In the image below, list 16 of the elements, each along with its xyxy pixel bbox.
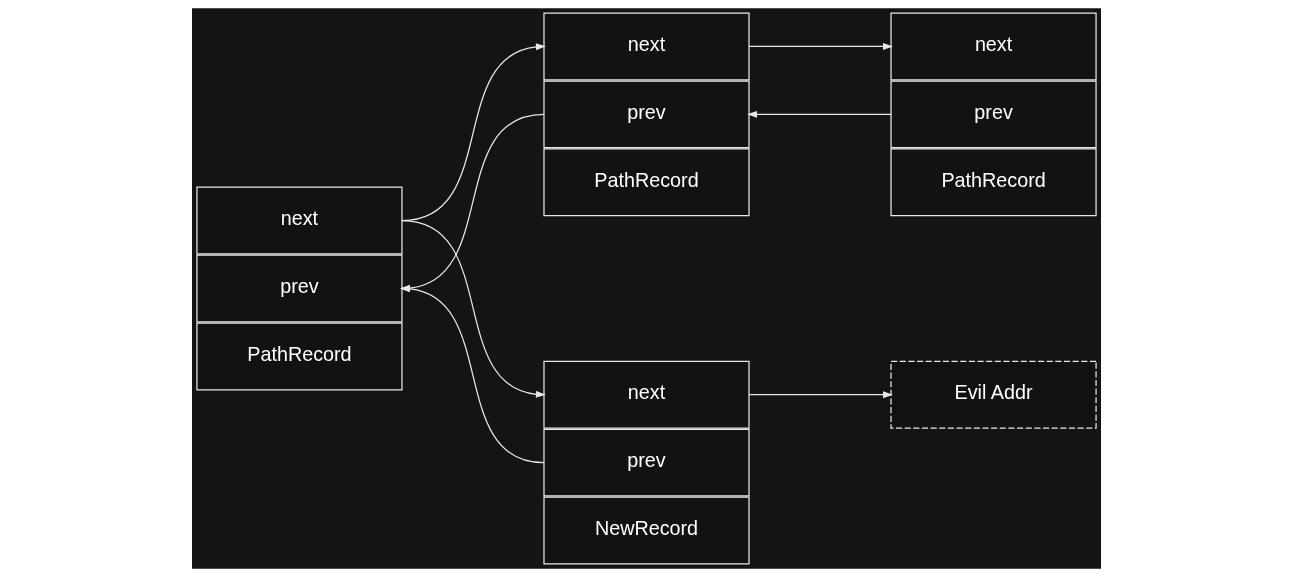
arrow: [748, 391, 893, 399]
node-box: PathRecord: [196, 322, 403, 391]
node-box: NewRecord: [543, 496, 750, 565]
node-box: next: [543, 12, 750, 81]
node-box: PathRecord: [543, 148, 750, 217]
node-box: prev: [543, 428, 750, 497]
node-box: Evil Addr: [890, 360, 1097, 429]
node-box: prev: [196, 254, 403, 323]
node-box: next: [890, 12, 1097, 81]
node-box: next: [196, 186, 403, 255]
arrow: [748, 42, 893, 50]
node-box: next: [543, 360, 750, 429]
node-box: prev: [890, 80, 1097, 149]
arrow: [747, 110, 892, 118]
node-box: prev: [543, 80, 750, 149]
node-box: PathRecord: [890, 148, 1097, 217]
